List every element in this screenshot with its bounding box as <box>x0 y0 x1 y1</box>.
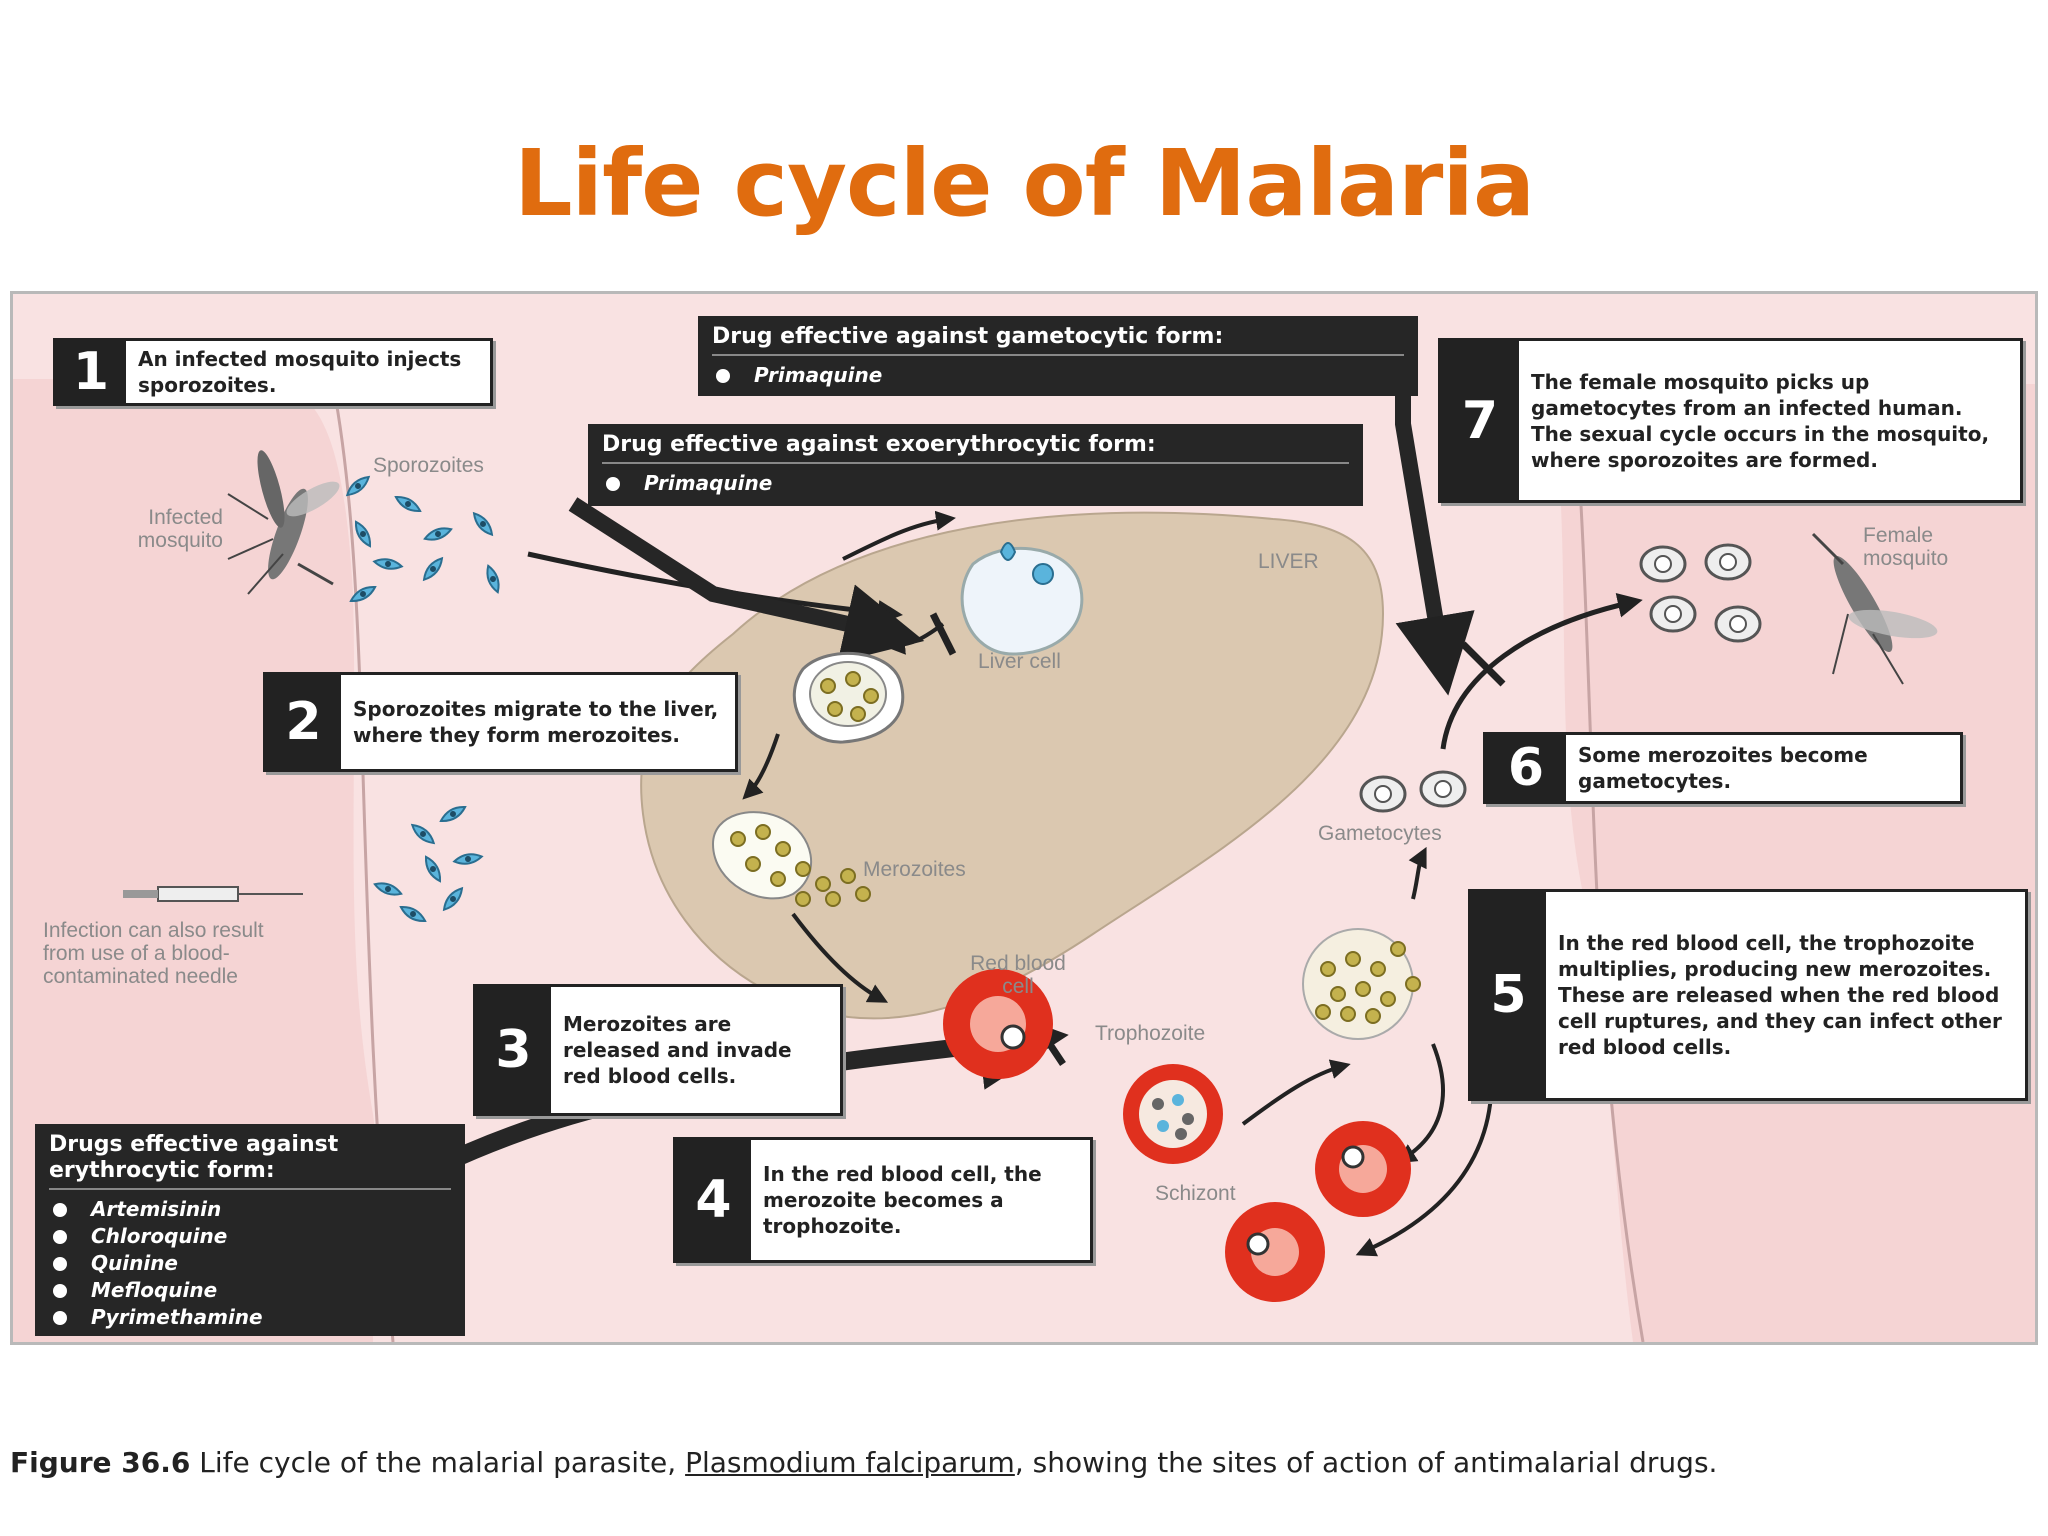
skin-band-left <box>13 379 378 1342</box>
merozoite-cluster-icon <box>711 811 871 907</box>
merozoites-label: Merozoites <box>863 858 966 881</box>
gametocytes-label: Gametocytes <box>1318 822 1442 845</box>
step-7-box: 7 The female mosquito picks up gametocyt… <box>1438 338 2023 503</box>
step-2-box: 2 Sporozoites migrate to the liver, wher… <box>263 672 738 772</box>
life-cycle-diagram: Sporozoites Infected mosquito LIVER Live… <box>10 291 2038 1345</box>
liver-cell-label: Liver cell <box>978 650 1061 673</box>
step-number: 2 <box>266 675 341 769</box>
drug-item: Primaquine <box>712 362 1404 389</box>
drug-item: Chloroquine <box>49 1223 451 1250</box>
schizont-label: Schizont <box>1155 1182 1236 1205</box>
step-text: In the red blood cell, the merozoite bec… <box>763 1162 1042 1238</box>
drug-box-exoerythrocytic: Drug effective against exoerythrocytic f… <box>588 424 1363 506</box>
drug-item: Quinine <box>49 1250 451 1277</box>
drug-box-title: Drugs effective against erythrocytic for… <box>49 1132 451 1190</box>
female-mosquito-icon <box>1811 532 1938 685</box>
drug-item: Artemisinin <box>49 1196 451 1223</box>
step-number: 1 <box>56 341 126 403</box>
caption-text: Life cycle of the malarial parasite, <box>190 1446 686 1479</box>
step-number: 4 <box>676 1140 751 1260</box>
step-text: An infected mosquito injects sporozoites… <box>138 347 462 397</box>
step-number: 7 <box>1441 341 1519 500</box>
drug-box-gametocytic: Drug effective against gametocytic form:… <box>698 316 1418 396</box>
drug-item: Primaquine <box>602 470 1349 497</box>
liver-cell-icon <box>960 542 1084 656</box>
drug-box-erythrocytic: Drugs effective against erythrocytic for… <box>35 1124 465 1336</box>
step-6-box: 6 Some merozoites become gametocytes. <box>1483 732 1963 804</box>
step-number: 6 <box>1486 735 1566 801</box>
drug-box-title: Drug effective against exoerythrocytic f… <box>602 432 1349 464</box>
step-5-box: 5 In the red blood cell, the trophozoite… <box>1468 889 2028 1101</box>
step-text: Sporozoites migrate to the liver, where … <box>353 697 719 747</box>
schizont-icon <box>1123 1064 1223 1164</box>
trophozoite-label: Trophozoite <box>1095 1022 1206 1045</box>
red-blood-cell-infected-icon <box>1225 1202 1325 1302</box>
organism-name: Plasmodium falciparum <box>685 1446 1015 1479</box>
ruptured-cell-icon <box>1302 928 1421 1040</box>
diagram-artwork <box>13 349 2035 1342</box>
drug-item: Pyrimethamine <box>49 1304 451 1331</box>
liver-shape <box>640 511 1385 1020</box>
caption-text-end: , showing the sites of action of antimal… <box>1014 1446 1718 1479</box>
step-4-box: 4 In the red blood cell, the merozoite b… <box>673 1137 1093 1263</box>
needle-label: Infection can also result from use of a … <box>43 919 264 988</box>
drug-box-title: Drug effective against gametocytic form: <box>712 324 1404 356</box>
red-blood-cell-icon <box>943 969 1053 1079</box>
step-text: In the red blood cell, the trophozoite m… <box>1558 931 2002 1059</box>
step-text: Some merozoites become gametocytes. <box>1578 743 1868 793</box>
step-text: The female mosquito picks up gametocytes… <box>1531 369 1990 472</box>
sporozoites-label: Sporozoites <box>373 454 484 477</box>
step-text: Merozoites are released and invade red b… <box>563 1012 792 1088</box>
infected-mosquito-label: Infected mosquito <box>137 506 223 552</box>
step-number: 3 <box>476 987 551 1113</box>
step-1-box: 1 An infected mosquito injects sporozoit… <box>53 338 493 406</box>
drug-list: Artemisinin Chloroquine Quinine Mefloqui… <box>49 1196 451 1331</box>
red-blood-cell-label: Red blood cell <box>970 952 1066 998</box>
liver-label: LIVER <box>1258 550 1319 573</box>
page-title: Life cycle of Malaria <box>513 130 1535 237</box>
step-3-box: 3 Merozoites are released and invade red… <box>473 984 843 1116</box>
figure-caption: Figure 36.6 Life cycle of the malarial p… <box>10 1440 1970 1486</box>
female-mosquito-label: Female mosquito <box>1863 524 1949 570</box>
red-blood-cell-infected-icon <box>1315 1121 1411 1217</box>
drug-list: Primaquine <box>712 362 1404 389</box>
figure-number: Figure 36.6 <box>10 1446 191 1479</box>
needle-icon <box>123 886 303 902</box>
drug-list: Primaquine <box>602 470 1349 497</box>
infected-mosquito-icon <box>227 450 340 595</box>
infected-liver-cell-icon <box>792 651 905 744</box>
drug-item: Mefloquine <box>49 1277 451 1304</box>
step-number: 5 <box>1471 892 1546 1098</box>
